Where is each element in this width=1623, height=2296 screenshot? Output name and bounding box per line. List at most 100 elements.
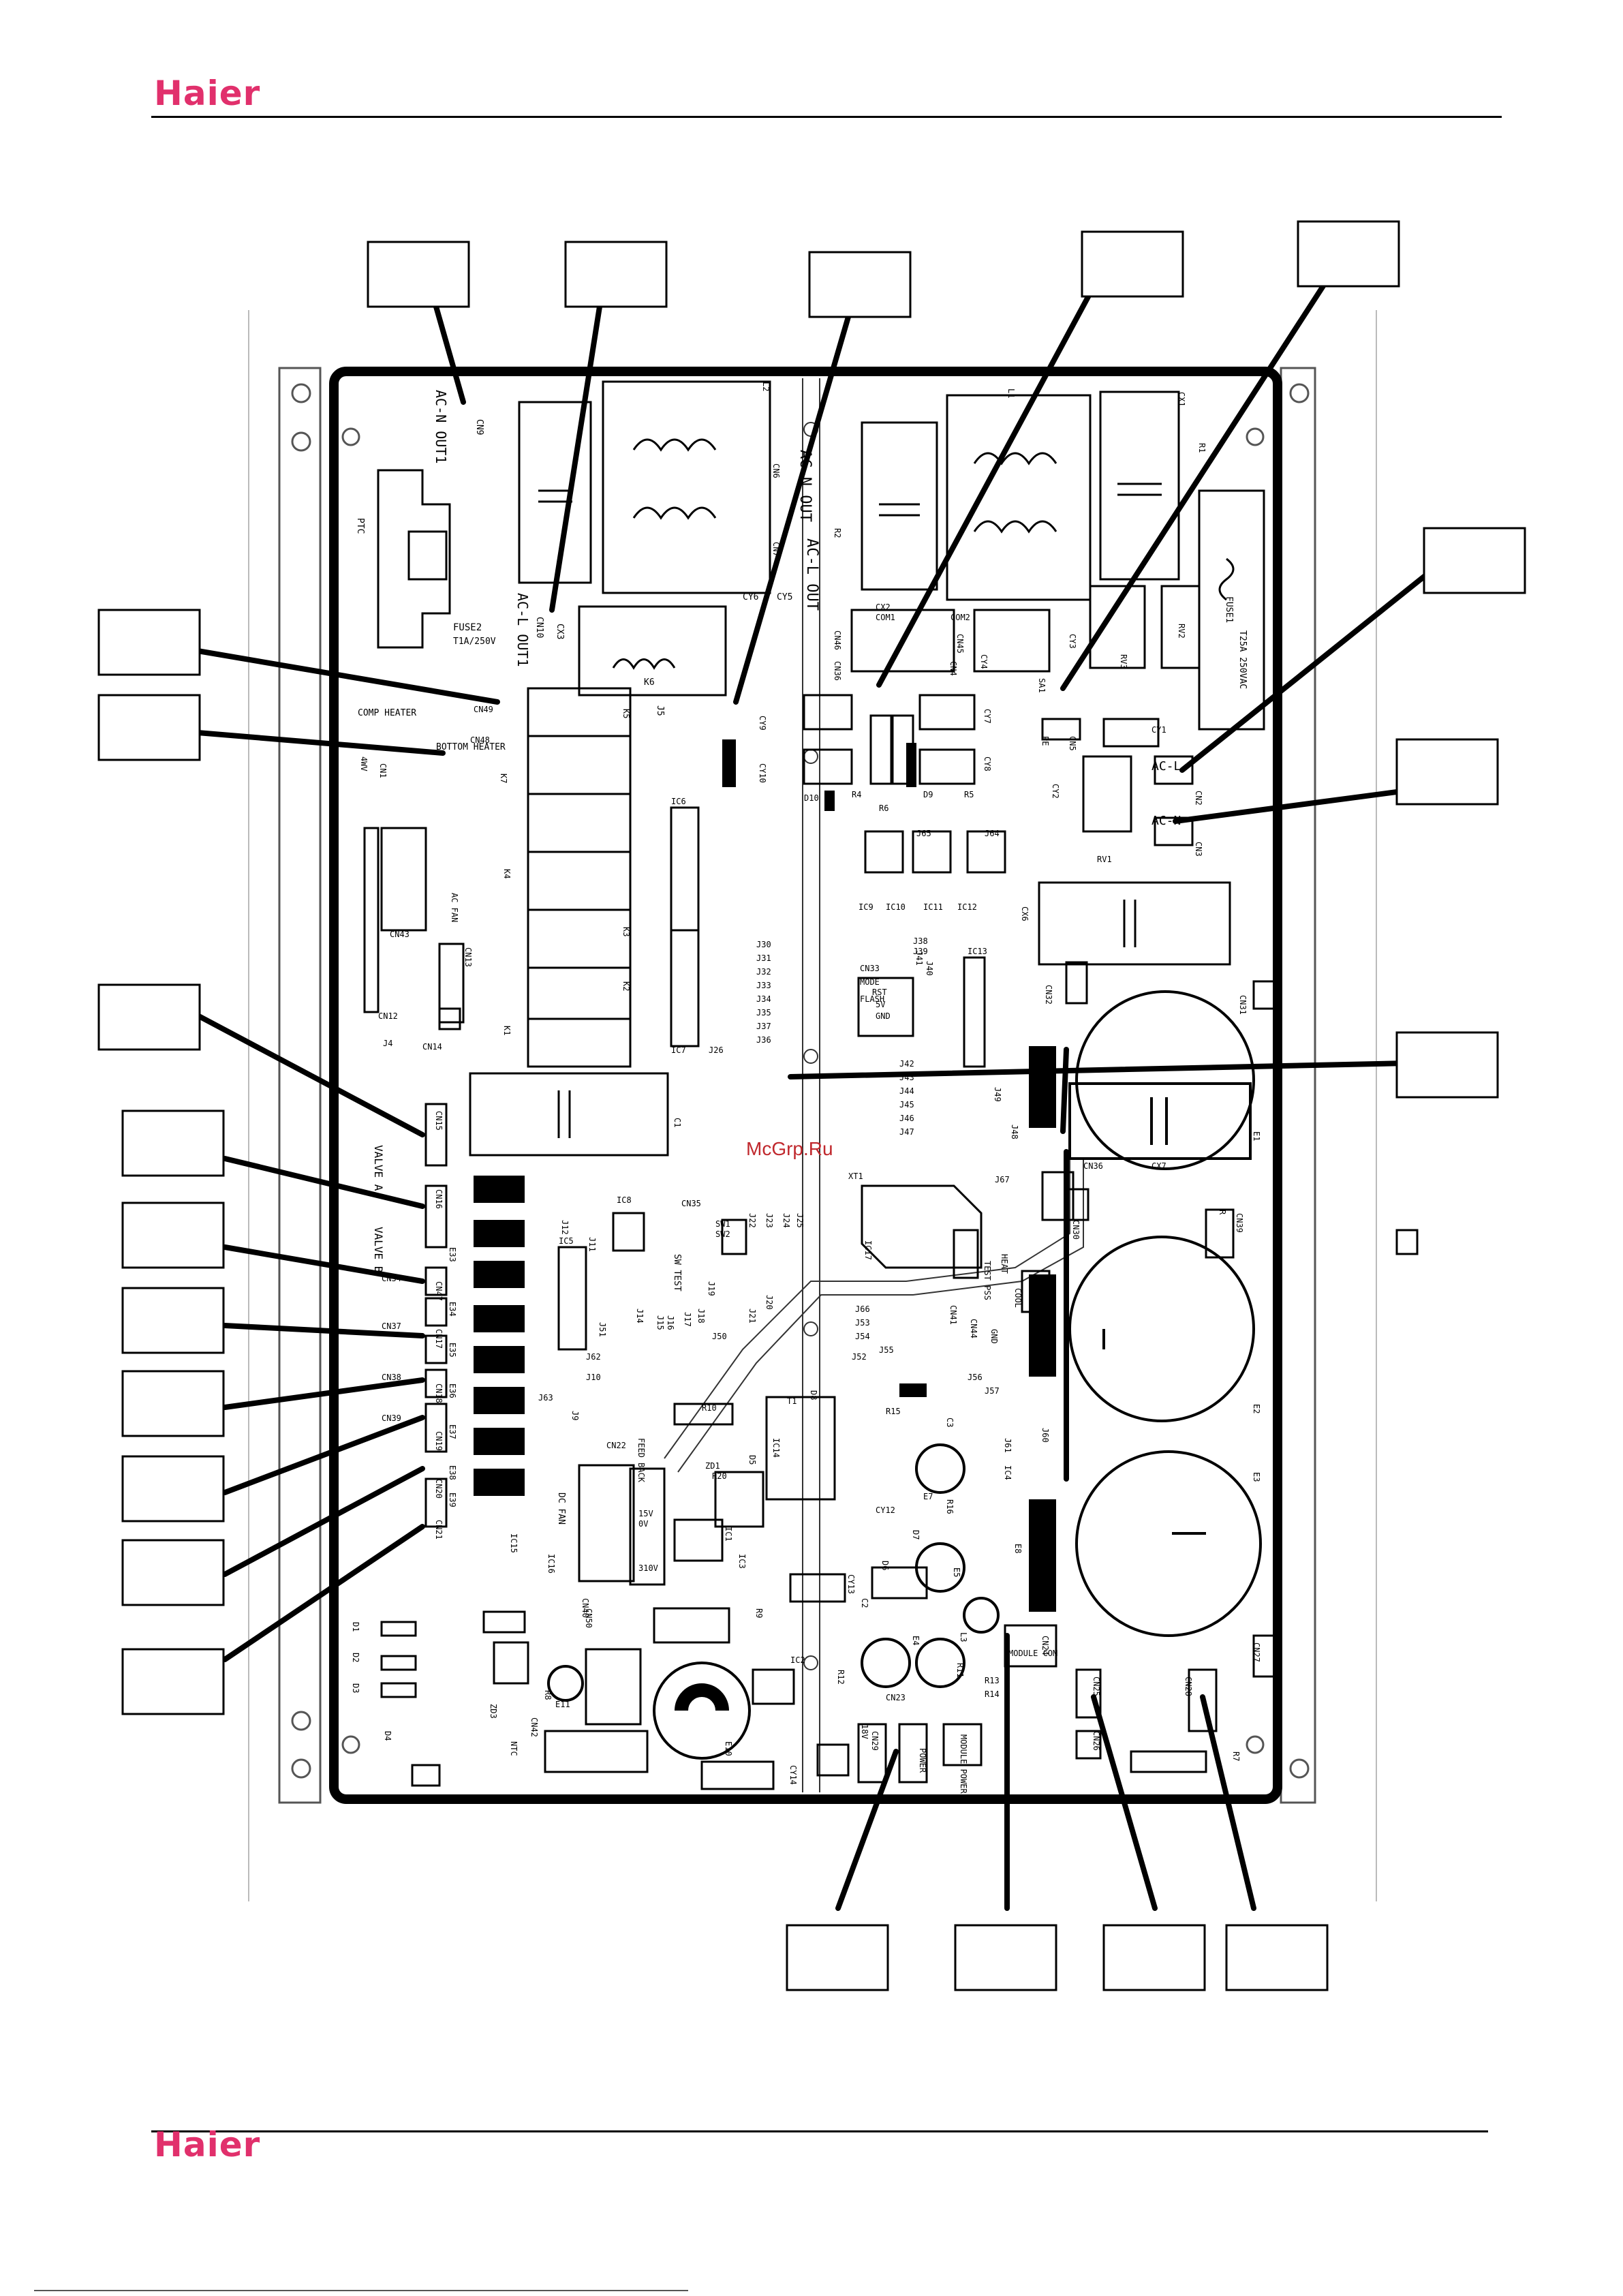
component-label: ZD3	[489, 1704, 498, 1719]
component-label: FUSE2	[453, 622, 482, 633]
component-label: CX7	[1151, 1161, 1166, 1171]
component-label: J58	[1027, 1288, 1036, 1303]
component-label: D8	[809, 1390, 818, 1400]
component-label: R4	[852, 790, 861, 799]
callout-box	[97, 694, 201, 761]
component-label: FLASH	[860, 994, 884, 1004]
page-edge-line	[34, 2290, 688, 2291]
component-label: R15	[886, 1407, 901, 1416]
header-rule	[151, 116, 1502, 118]
callout-box	[1297, 220, 1400, 288]
component-label: SW1	[715, 1219, 730, 1229]
component-label: J49	[993, 1087, 1002, 1102]
component-label: IC6	[671, 797, 686, 806]
component-label: J52	[852, 1352, 867, 1362]
component-label: IC7	[671, 1045, 686, 1055]
component-label: K5	[621, 709, 631, 718]
component-label: K3	[621, 927, 631, 936]
component-label: CN33	[860, 964, 880, 973]
component-label: DC FAN	[556, 1493, 566, 1525]
component-label: C3	[945, 1418, 955, 1427]
component-label: FUSE1	[1224, 596, 1234, 623]
component-label: J22	[747, 1213, 757, 1228]
component-label: CN42	[529, 1717, 539, 1737]
component-label: J11	[587, 1237, 597, 1252]
component-label: MODE	[860, 977, 880, 987]
power-supply-components	[380, 1396, 1279, 1790]
watermark-text: McGrp.Ru	[746, 1138, 833, 1159]
component-label: J14	[635, 1308, 645, 1323]
component-label: D10	[804, 793, 819, 803]
component-label: J32	[756, 967, 771, 977]
component-label: IC15	[509, 1533, 519, 1553]
callout-box	[121, 1648, 225, 1715]
component-label: J24	[782, 1213, 791, 1228]
component-label: J18	[696, 1308, 706, 1323]
component-label: IC8	[617, 1195, 632, 1205]
component-label: CY14	[788, 1765, 798, 1785]
component-label: CY2	[1051, 784, 1060, 799]
callout-box	[97, 983, 201, 1051]
component-label: L1	[1006, 388, 1016, 398]
component-label: E10	[724, 1741, 733, 1756]
component-label: CN21	[434, 1520, 444, 1540]
component-label: CN24	[1040, 1636, 1050, 1655]
component-label: CN37	[382, 1321, 401, 1331]
component-label: CN8	[727, 770, 737, 785]
component-label: R10	[702, 1403, 717, 1413]
callout-box	[1423, 527, 1526, 594]
component-label: CY9	[758, 716, 767, 731]
component-label: CN41	[948, 1305, 958, 1325]
component-label: CN22	[606, 1441, 626, 1450]
component-label: IC16	[546, 1554, 556, 1574]
component-label: E7	[923, 1492, 933, 1501]
component-label: J48	[1010, 1124, 1019, 1139]
callout-box	[564, 241, 668, 308]
component-label: CY5	[777, 592, 792, 602]
component-label: J63	[538, 1393, 553, 1403]
component-label: R12	[836, 1670, 846, 1685]
component-label: CN29	[870, 1731, 880, 1751]
component-label: CN16	[434, 1189, 444, 1209]
component-label: CX3	[555, 624, 565, 639]
component-label: CX1	[1177, 392, 1186, 407]
callout-box	[97, 609, 201, 676]
component-label: COM2	[950, 613, 970, 622]
component-label: RV1	[1097, 855, 1112, 864]
component-label: J16	[666, 1315, 675, 1330]
component-label: IC17	[863, 1240, 873, 1260]
component-label: R8	[543, 1690, 553, 1700]
component-label: IC12	[957, 902, 977, 912]
component-label: CY3	[1068, 634, 1077, 649]
callout-box	[121, 1287, 225, 1354]
component-label: FEED BACK	[636, 1438, 646, 1483]
component-label: CY1	[1151, 725, 1166, 735]
component-label: ZD1	[705, 1461, 720, 1471]
component-label: IC4	[1003, 1465, 1013, 1480]
component-label: J31	[756, 953, 771, 963]
component-label: J55	[879, 1345, 894, 1355]
component-label: GND	[876, 1011, 891, 1021]
component-label: E39	[448, 1493, 457, 1507]
component-label: E5	[952, 1567, 961, 1577]
component-label: CN5	[1068, 736, 1077, 751]
component-label: D9	[923, 790, 933, 799]
component-label: SW TEST	[672, 1254, 682, 1291]
component-label: R9	[754, 1608, 764, 1618]
component-label: CN38	[382, 1373, 401, 1382]
callout-box	[1081, 230, 1184, 298]
component-label: J43	[899, 1073, 914, 1082]
component-label: SW2	[715, 1229, 730, 1239]
component-label: IC11	[923, 902, 943, 912]
component-label: CN34	[382, 1274, 401, 1283]
component-label: R6	[879, 803, 888, 813]
component-label: CN20	[434, 1479, 444, 1499]
callout-box	[121, 1455, 225, 1522]
component-label: IC9	[859, 902, 874, 912]
component-label: SA1	[1037, 678, 1047, 693]
component-label: E1	[1252, 1131, 1261, 1141]
component-label: J19	[707, 1281, 716, 1296]
callout-box	[121, 1539, 225, 1606]
callout-box	[954, 1924, 1057, 1991]
